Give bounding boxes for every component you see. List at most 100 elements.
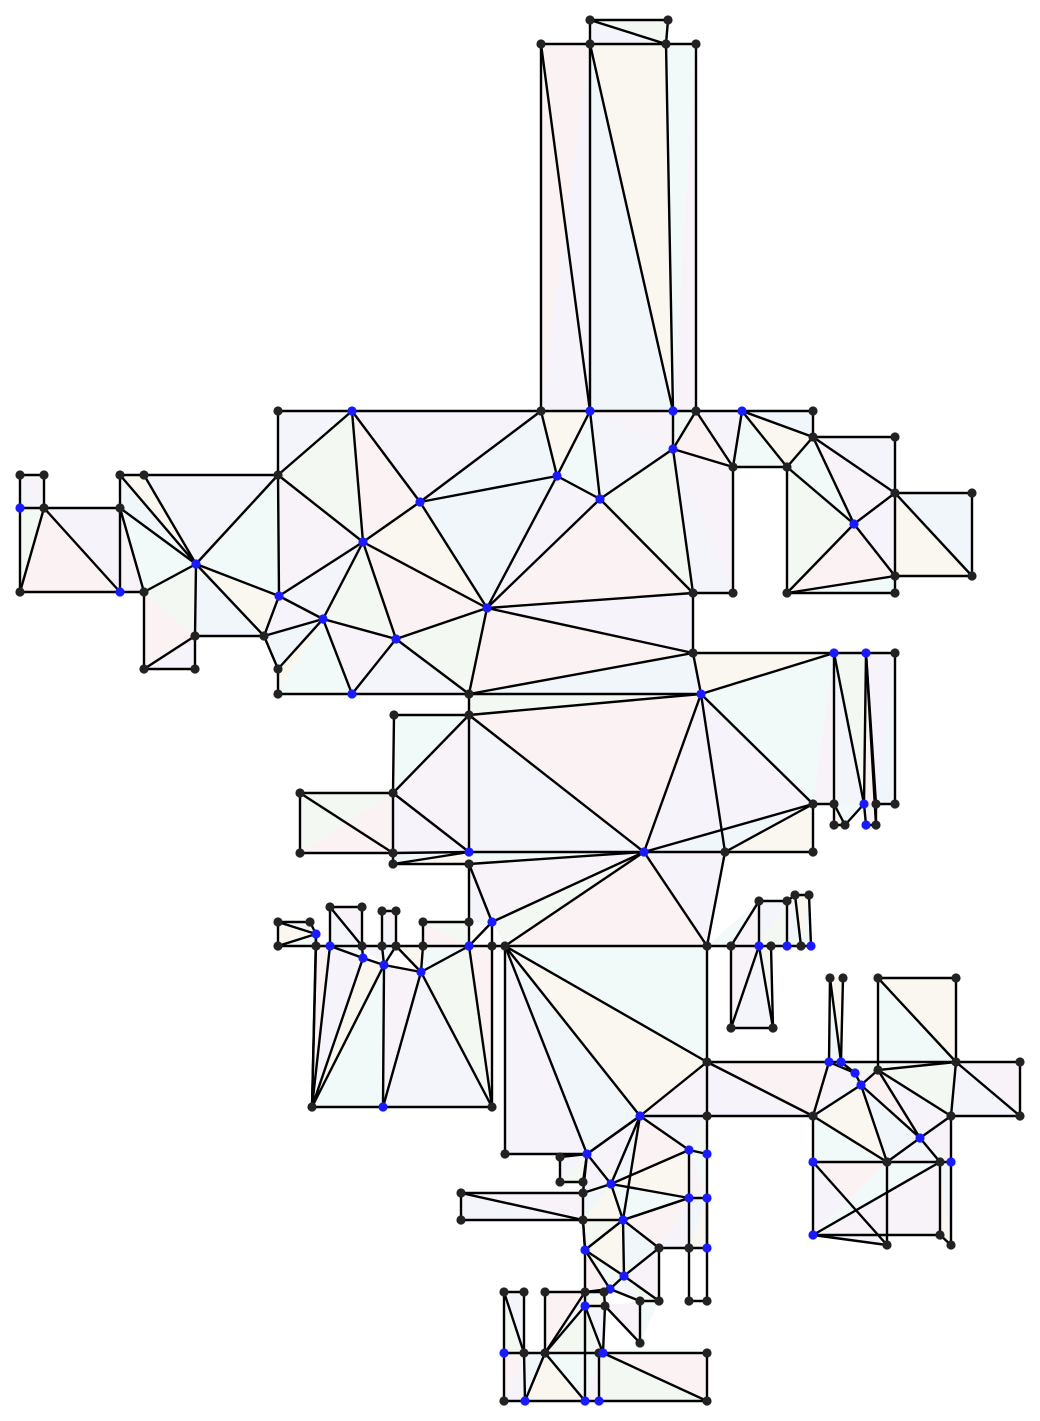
polygon-vertex xyxy=(273,941,283,951)
triangle-face xyxy=(611,1184,689,1220)
mesh-edge xyxy=(638,1114,691,1152)
polygon-vertex xyxy=(600,1301,610,1311)
mesh-edge xyxy=(691,651,703,696)
steiner-vertex xyxy=(782,941,792,951)
mesh-edge xyxy=(827,976,832,1064)
polygon-vertex xyxy=(754,896,764,906)
mesh-edge xyxy=(876,1060,958,1072)
polygon-vertex xyxy=(702,1348,712,1358)
triangle-face xyxy=(644,694,813,852)
polygon-vertex xyxy=(377,906,387,916)
steiner-vertex xyxy=(861,820,871,830)
polygon-vertex xyxy=(580,1287,590,1297)
mesh-edge xyxy=(785,435,815,469)
mesh-edge xyxy=(811,1160,889,1247)
steiner-vertex xyxy=(552,471,562,481)
polygon-vertex xyxy=(456,1215,466,1225)
mesh-edge xyxy=(543,1290,587,1355)
mesh-edge xyxy=(699,692,727,854)
polygon-vertex xyxy=(882,1157,892,1167)
mesh-edge xyxy=(543,1351,587,1403)
triangle-face xyxy=(659,1198,689,1248)
mesh-edge xyxy=(740,409,789,469)
mesh-edge xyxy=(485,474,559,610)
triangle-face xyxy=(813,653,834,804)
mesh-edge xyxy=(588,42,675,413)
mesh-edge xyxy=(671,409,698,451)
mesh-edge xyxy=(862,651,868,806)
triangle-face xyxy=(759,901,787,946)
mesh-edge xyxy=(142,634,197,671)
polygon-vertex xyxy=(890,648,900,658)
polygon-vertex xyxy=(890,432,900,442)
polygon-vertex xyxy=(15,587,25,597)
mesh-edge xyxy=(811,1233,889,1247)
triangle-face xyxy=(352,411,420,542)
mesh-edge xyxy=(502,1290,526,1355)
mesh-edge xyxy=(321,540,365,621)
steiner-vertex xyxy=(861,648,871,658)
polygon-vertex xyxy=(39,503,49,513)
triangle-face xyxy=(487,476,600,608)
polygon-vertex xyxy=(702,1396,712,1406)
triangle-face xyxy=(689,1116,707,1154)
mesh-edge xyxy=(321,617,354,696)
mesh-edge xyxy=(705,850,727,948)
mesh-edge xyxy=(811,1114,889,1164)
triangle-edges xyxy=(18,18,1022,1403)
steiner-vertex xyxy=(580,1245,590,1255)
steiner-vertex xyxy=(684,1193,694,1203)
mesh-edge xyxy=(876,976,958,1064)
mesh-edge xyxy=(583,1248,626,1278)
mesh-edge xyxy=(194,473,280,566)
mesh-edge xyxy=(705,1060,815,1118)
mesh-edge xyxy=(609,1182,625,1222)
steiner-vertex xyxy=(585,406,595,416)
mesh-edge xyxy=(381,970,423,1109)
steiner-vertex xyxy=(595,494,605,504)
mesh-edge xyxy=(598,497,695,595)
mesh-edge xyxy=(839,976,845,1064)
polygon-vertex xyxy=(389,710,399,720)
mesh-edge xyxy=(694,409,735,469)
steiner-vertex xyxy=(191,559,201,569)
triangle-face xyxy=(352,639,469,694)
mesh-edge xyxy=(394,637,471,696)
mesh-edge xyxy=(699,692,815,806)
polygon-vertex xyxy=(808,1111,818,1121)
triangle-face xyxy=(396,608,487,694)
polygon-vertex xyxy=(139,470,149,480)
mesh-edge xyxy=(310,944,332,1109)
mesh-edge xyxy=(543,1304,587,1355)
mesh-edge xyxy=(328,944,365,960)
steiner-vertex xyxy=(582,1149,592,1159)
mesh-edge xyxy=(609,1182,691,1200)
triangle-face xyxy=(278,475,363,596)
mesh-edge xyxy=(852,522,897,578)
polygon-vertex xyxy=(804,890,814,900)
triangle-face xyxy=(144,475,278,564)
polygon-vertex xyxy=(418,941,428,951)
mesh-edge xyxy=(490,850,646,924)
polygon-vertex xyxy=(935,1157,945,1167)
polygon-vertex xyxy=(1015,1111,1025,1121)
polygon-vertex xyxy=(585,15,595,25)
steiner-vertex xyxy=(580,1396,590,1406)
polygon-vertex xyxy=(273,470,283,480)
mesh-edge xyxy=(298,791,395,855)
mesh-edge xyxy=(262,594,281,638)
triangle-face xyxy=(144,592,195,669)
mesh-edge xyxy=(276,473,281,598)
mesh-edge xyxy=(391,791,471,854)
mesh-edge xyxy=(699,651,836,696)
polygon-vertex xyxy=(796,941,806,951)
polygon-vertex xyxy=(139,587,149,597)
mesh-edge xyxy=(467,944,494,1109)
polygon-vertex xyxy=(388,788,398,798)
mesh-edge xyxy=(467,862,494,924)
mesh-edge xyxy=(419,944,471,974)
polygon-vertex xyxy=(654,1296,664,1306)
steiner-vertex xyxy=(311,929,321,939)
mesh-edge xyxy=(585,1114,642,1156)
mesh-edge xyxy=(555,474,602,501)
